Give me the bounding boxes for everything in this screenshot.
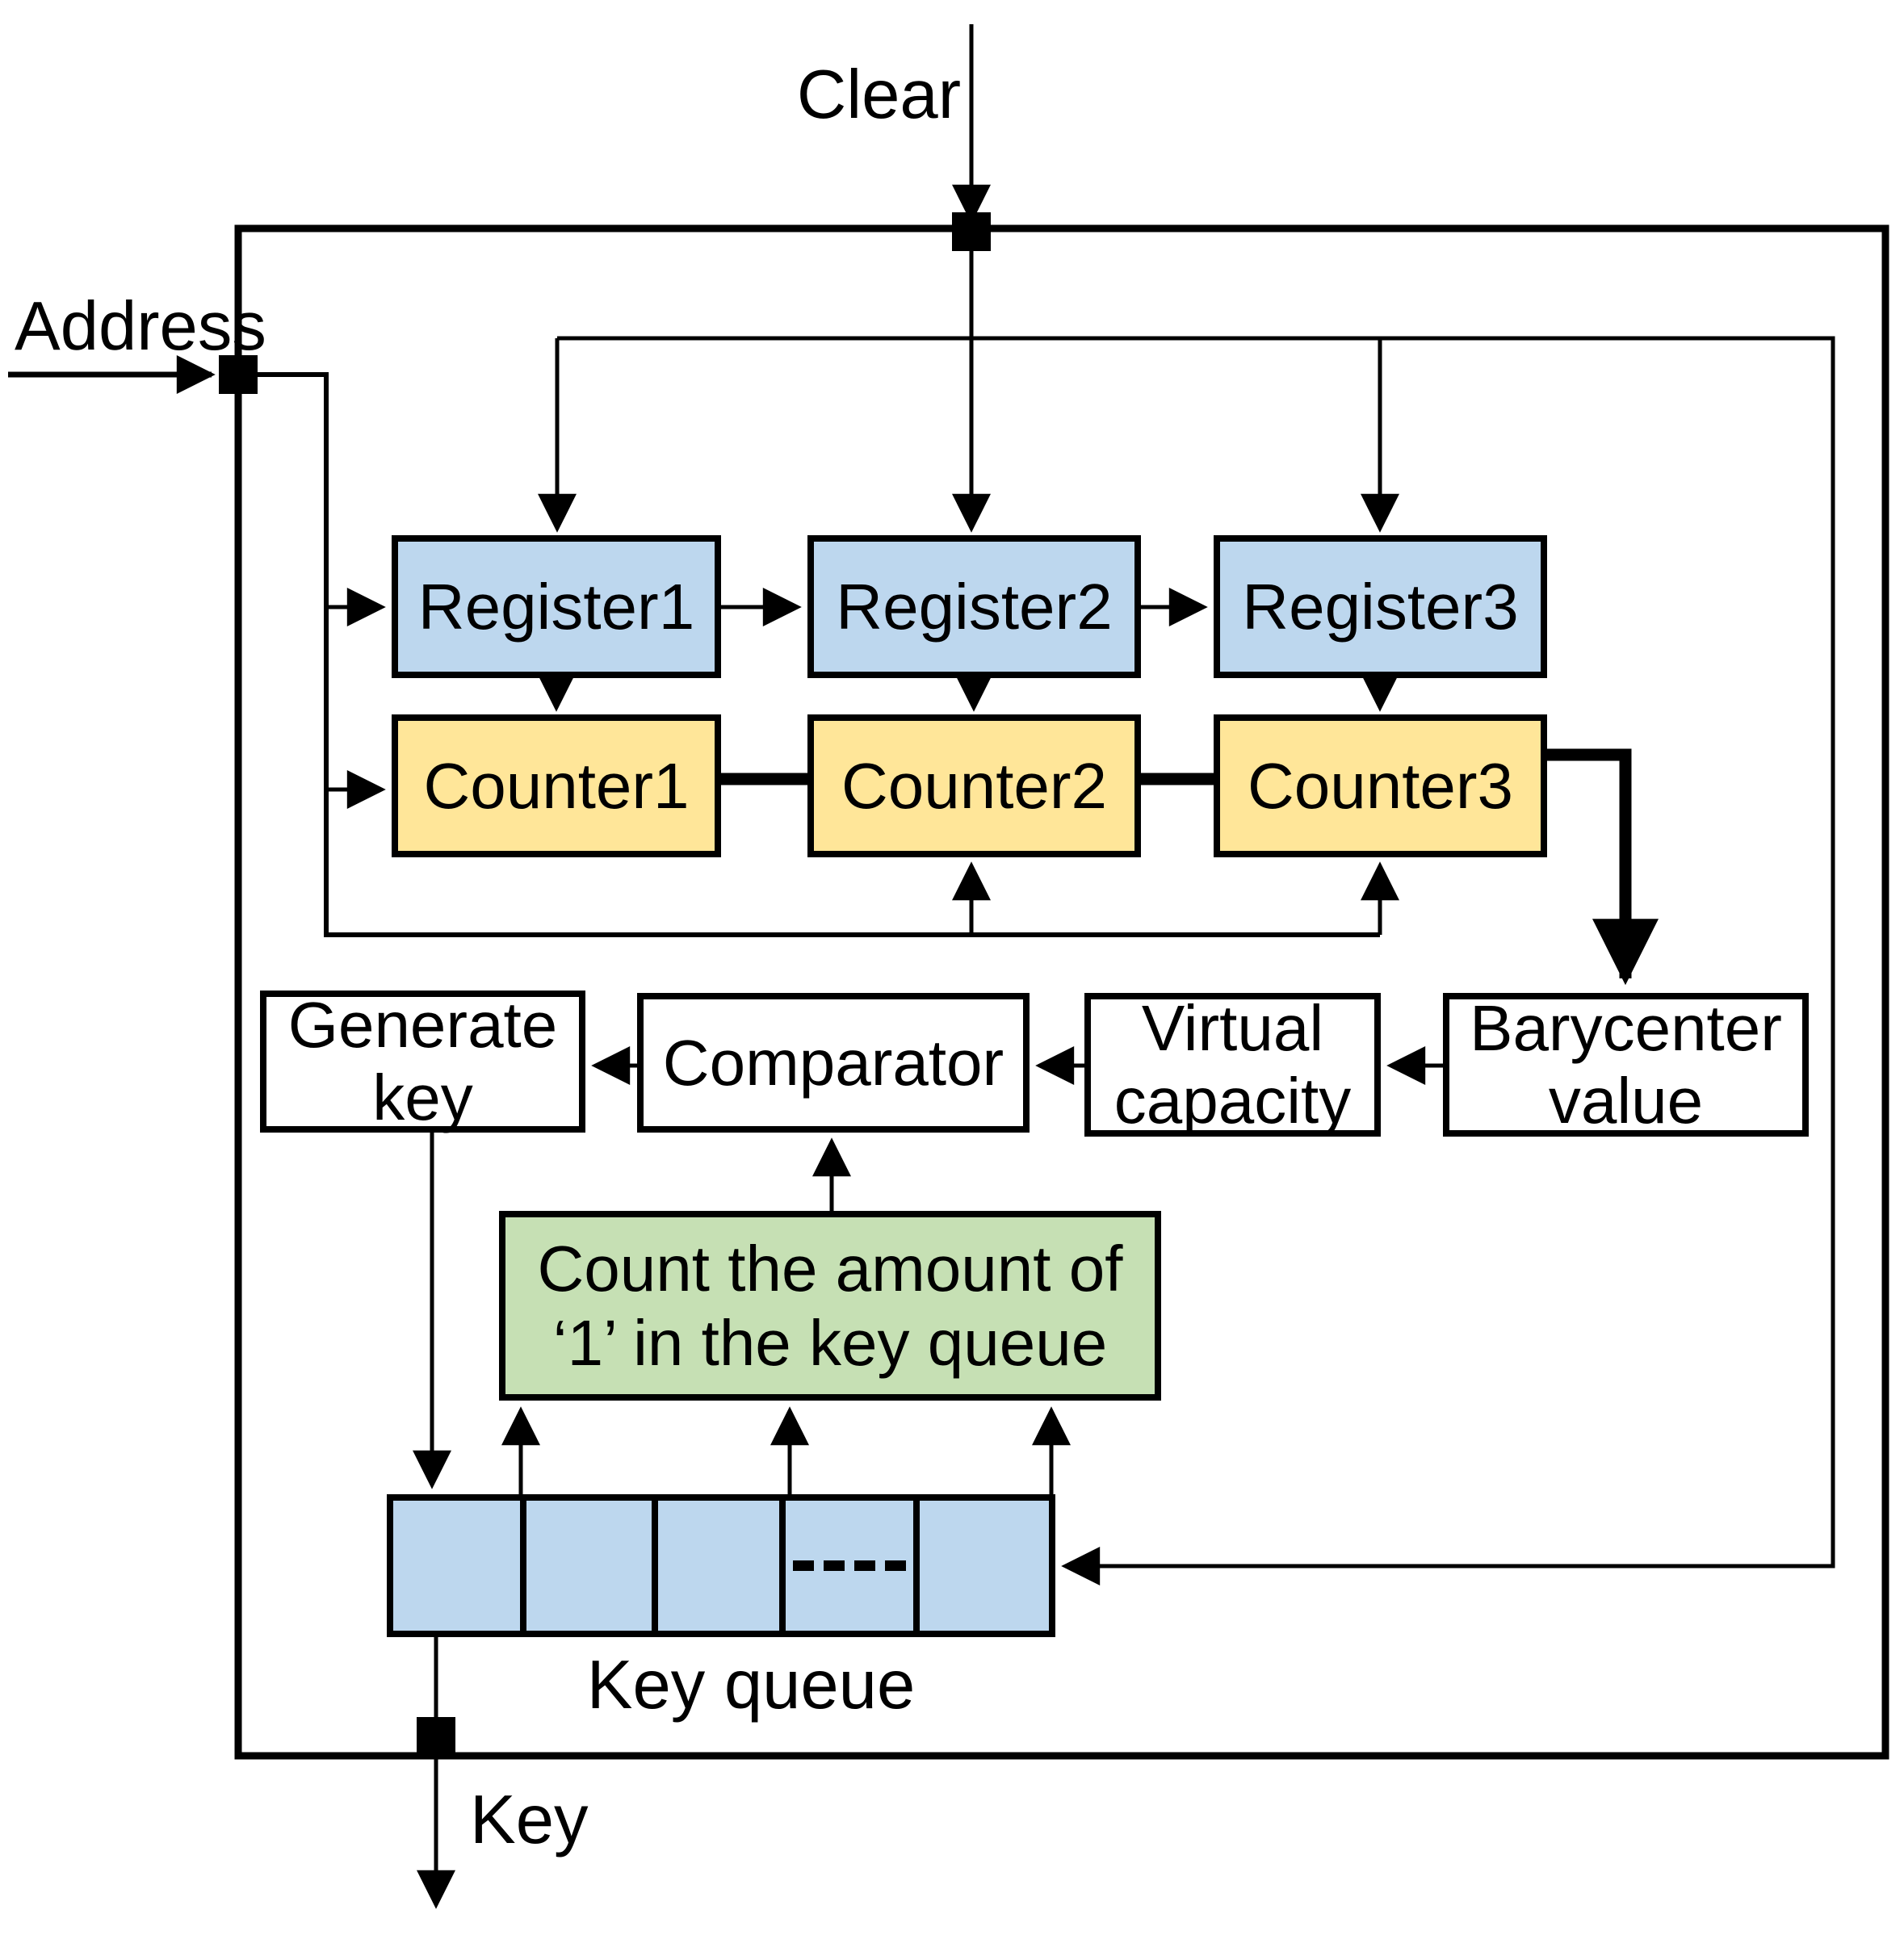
key-queue-cell-2 (526, 1501, 658, 1631)
barycenter-value-box: Barycenter value (1443, 992, 1809, 1137)
register1-label: Register1 (417, 570, 695, 643)
count-ones-box: Count the amount of ‘1’ in the key queue (499, 1211, 1161, 1401)
counter3-to-barycenter-line (1547, 748, 1659, 986)
generate-key-label: Generate key (287, 989, 558, 1133)
clear-border-junction-square (952, 212, 991, 251)
key-queue-cell-3 (658, 1501, 786, 1631)
comparator-label: Comparator (662, 1026, 1004, 1099)
address-label: Address (15, 288, 266, 365)
count-ones-line2: ‘1’ in the key queue (552, 1306, 1108, 1379)
key-queue-cell-4 (786, 1501, 920, 1631)
virtual-capacity-box: Virtual capacity (1084, 992, 1381, 1137)
key-border-junction-square (417, 1717, 455, 1756)
comparator-box: Comparator (637, 993, 1030, 1133)
clear-label: Clear (796, 57, 961, 133)
top-distribution-and-feedback-line (557, 336, 1835, 1585)
counter2-label: Counter2 (841, 749, 1108, 822)
counter1-label: Counter1 (423, 749, 690, 822)
generate-key-box: Generate key (260, 989, 585, 1133)
key-queue-label: Key queue (586, 1647, 916, 1723)
count-ones-line1: Count the amount of (537, 1232, 1123, 1305)
counter3-label: Counter3 (1247, 749, 1514, 822)
queue-ellipsis-dots (793, 1560, 906, 1571)
register3-label: Register3 (1242, 570, 1519, 643)
register2-box: Register2 (807, 535, 1141, 678)
key-label: Key (470, 1782, 589, 1858)
register3-box: Register3 (1214, 535, 1547, 678)
key-queue-cell-1 (393, 1501, 526, 1631)
counter3-box: Counter3 (1214, 714, 1547, 857)
address-internal-bus (238, 372, 1380, 937)
address-border-junction-square (219, 355, 258, 394)
counter2-box: Counter2 (807, 714, 1141, 857)
virtual-capacity-label: Virtual capacity (1113, 992, 1352, 1137)
counter1-box: Counter1 (392, 714, 721, 857)
barycenter-value-label: Barycenter value (1470, 992, 1782, 1137)
key-queue-cell-5 (920, 1501, 1049, 1631)
outer-enclosure-box (234, 224, 1889, 1760)
register1-box: Register1 (392, 535, 721, 678)
register2-label: Register2 (836, 570, 1113, 643)
key-queue-box (387, 1494, 1055, 1637)
